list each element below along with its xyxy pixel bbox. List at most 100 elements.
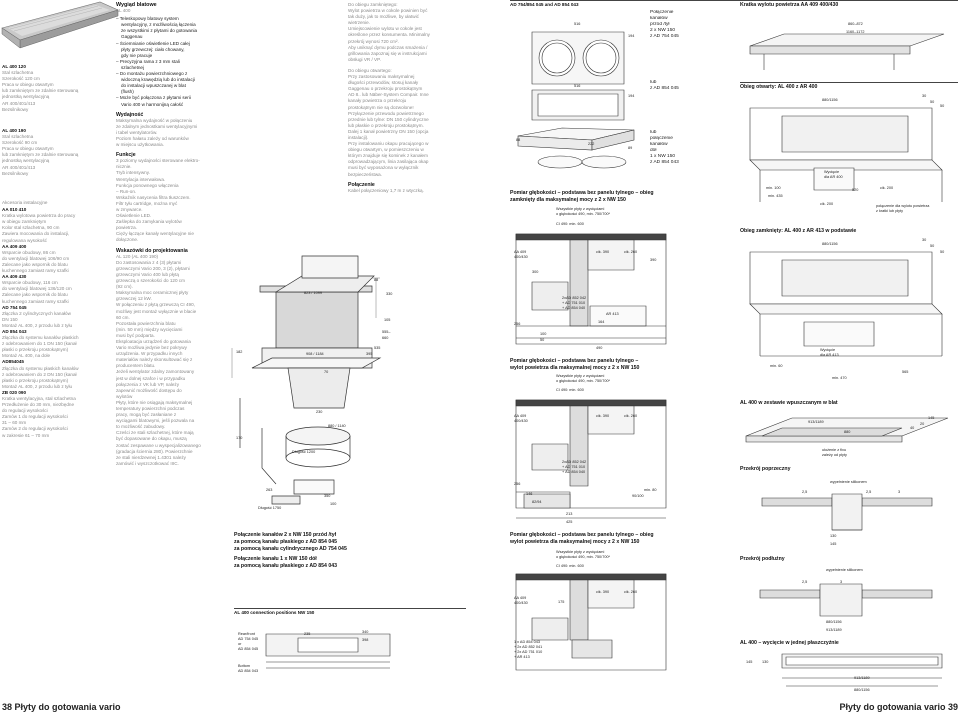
dim-555: 555–	[382, 330, 391, 334]
depth1-ar413: AR 413	[606, 312, 619, 316]
open-cik200-a: cik. 200	[880, 186, 894, 190]
depth2-ad852: 2xAD 852 042	[562, 460, 587, 464]
depth3-ad852041: + 2x AD 852 041	[514, 645, 543, 649]
flush-title: AL 400 w zestawie wpuszczanym w blat	[740, 400, 838, 406]
depth1-300: 300	[532, 270, 539, 274]
depth3-note-1: Wszystkie płyty z wycięciami	[556, 550, 605, 554]
left-model-1: AL 400 120 Stal szlachetna Szerokość 120…	[2, 64, 107, 113]
open-circulation-drawing	[749, 107, 943, 214]
depth1-490: 490	[596, 346, 603, 350]
depth3-ad751010: + 2x AD 751 010	[514, 650, 543, 654]
depth2-425: 425	[566, 520, 573, 524]
dim-880-1140: 880 / 1140	[328, 424, 346, 428]
grate-title: Kratka wylotu powietrza AA 409 400/430	[740, 2, 839, 8]
dim-170: 170	[236, 436, 243, 440]
bullet-4: – Do montażu powierzchniowego z	[116, 71, 188, 77]
open-cik200-b: cik. 200	[820, 202, 834, 206]
conn-235: 235	[304, 632, 311, 636]
depth2-title: Pomiar głębokości – podstawa bez panelu …	[510, 358, 640, 371]
depth3-400-430: 400/430	[514, 601, 528, 605]
conn-or: or	[238, 642, 242, 646]
depth3-note-3: CI 490: min. 600	[556, 564, 584, 568]
depth2-min80: min. 80	[644, 488, 657, 492]
open-title: Obieg otwarty: AL 400 z AR 400	[740, 84, 818, 90]
mid-caption-1: Połączenie kanałów 2 x NW 150 przód /tył…	[234, 532, 347, 552]
depth3-cik260: cik. 260	[624, 590, 638, 594]
bullet-5: – Może być połączona z płytami serii	[116, 95, 191, 101]
depth1-drawing	[512, 206, 672, 354]
dim-660: 660	[382, 336, 389, 340]
model-1-code: AL 400 120	[2, 64, 26, 69]
section1-145: 145	[830, 542, 837, 546]
open-30: 30	[922, 94, 927, 98]
conn-ad854045: AD 854 045	[238, 647, 259, 651]
conn-340: 340	[362, 630, 369, 634]
cutout-913-1189: 913/1189	[854, 676, 870, 680]
section1-silicone: wypełnienie silikonem	[830, 480, 867, 484]
depth1-note-2: o głębokości 490, min. 750/700*	[556, 212, 611, 216]
duct-legend-1: Połączenie kanałów przód /tył 2 x NW 150…	[650, 10, 679, 40]
depth1-ad751: + AD 751 010	[562, 301, 586, 305]
dim-length-1200: Długość 1200	[292, 450, 316, 454]
conn-positions-drawing	[236, 622, 436, 678]
depth2-213: 213	[566, 512, 573, 516]
dim-263: 263	[266, 488, 273, 492]
section2-880-1156: 880/1156	[826, 620, 842, 624]
open-880-1156: 880/1156	[822, 98, 838, 102]
section1-130: 130	[830, 534, 837, 538]
cutout-130: 130	[762, 660, 769, 664]
left-accessories: Akcesoria instalacyjne AA 010 410 Kratka…	[2, 200, 110, 439]
dim-230: 230	[316, 410, 323, 414]
grate-860-872: 860–872	[848, 22, 863, 26]
depth1-aa409: AA 409	[514, 250, 527, 254]
depth2-ad751: + AD 751 010	[562, 465, 586, 469]
conn-ad854043: AD 854 043	[238, 669, 259, 673]
depth3-aa409: AA 409	[514, 596, 527, 600]
closed-min60: min. 60	[770, 364, 783, 368]
depth2-note-1: Wszystkie płyty z wycięciami	[556, 374, 605, 378]
closed-min470: min. 470	[832, 376, 847, 380]
mid-text-column: Wygiąd blatowe AL 400 – Teleskopowy blat…	[116, 2, 228, 467]
depth1-50: 50	[540, 338, 545, 342]
duct-516-b: 516	[574, 84, 581, 88]
conn-rear-front: Rear/front	[238, 632, 255, 636]
cutout-title: AL 400 – wycięcie w jednej płaszczyźnie	[740, 640, 839, 646]
depth2-cik260: cik. 260	[624, 414, 638, 418]
dim-182: 182	[236, 350, 243, 354]
product-photo	[1, 1, 119, 49]
depth1-note-3: CI 490: min. 600	[556, 222, 584, 226]
closed-880-1156: 880/1156	[822, 242, 838, 246]
grate-1160-1172: 1160–1172	[846, 30, 865, 34]
depth2-note-2: o głębokości 490, min. 750/700*	[556, 379, 611, 383]
mid-subtitle: AL 400	[116, 8, 131, 14]
closed-565: 565	[902, 370, 909, 374]
flush-145: 145	[928, 416, 935, 420]
duct-516-a: 516	[574, 22, 581, 26]
duct-194-a: 194	[628, 34, 635, 38]
mid-title: Wygiąd blatowe	[116, 2, 157, 8]
closed-50-b: 50	[940, 250, 945, 254]
depth3-cik390: cik. 390	[596, 590, 610, 594]
third-text-column: Do obiegu zamkniętego: Wylot powietrza w…	[348, 2, 466, 194]
section2-title: Przekrój podłużny	[740, 556, 785, 562]
left-model-2: AL 400 190 Stal szlachetna Szerokość 90 …	[2, 128, 107, 177]
accessories-title: Akcesoria instalacyjne	[2, 200, 48, 205]
duct-89: 89	[628, 146, 633, 150]
depth2-aa409: AA 409	[514, 414, 527, 418]
connection-title: Połączenie	[348, 181, 375, 188]
section-wydajnosc: Wydajność	[116, 111, 144, 118]
section2-silicone: wypełnienie silikonem	[826, 568, 863, 572]
depth2-82-94: 82/94	[532, 500, 542, 504]
open-airout-note-2: z kratki lub płyty	[876, 209, 904, 213]
flush-913-1189: 913/1189	[808, 420, 824, 424]
duct-88: 88	[516, 138, 521, 142]
conn-bottom: Bottom	[238, 664, 251, 668]
depth2-256: 256	[514, 482, 521, 486]
bullet-2: – Ściemnianie oświetlenie LED całej	[116, 40, 190, 46]
open-min100: min. 100	[766, 186, 781, 190]
depth1-390: 390	[650, 258, 657, 262]
depth1-ad852: 2xAD 852 042	[562, 296, 587, 300]
flush-20: 20	[920, 422, 925, 426]
dim-908-1184: 908 / 1184	[306, 352, 324, 356]
conn-398: 398	[362, 638, 369, 642]
